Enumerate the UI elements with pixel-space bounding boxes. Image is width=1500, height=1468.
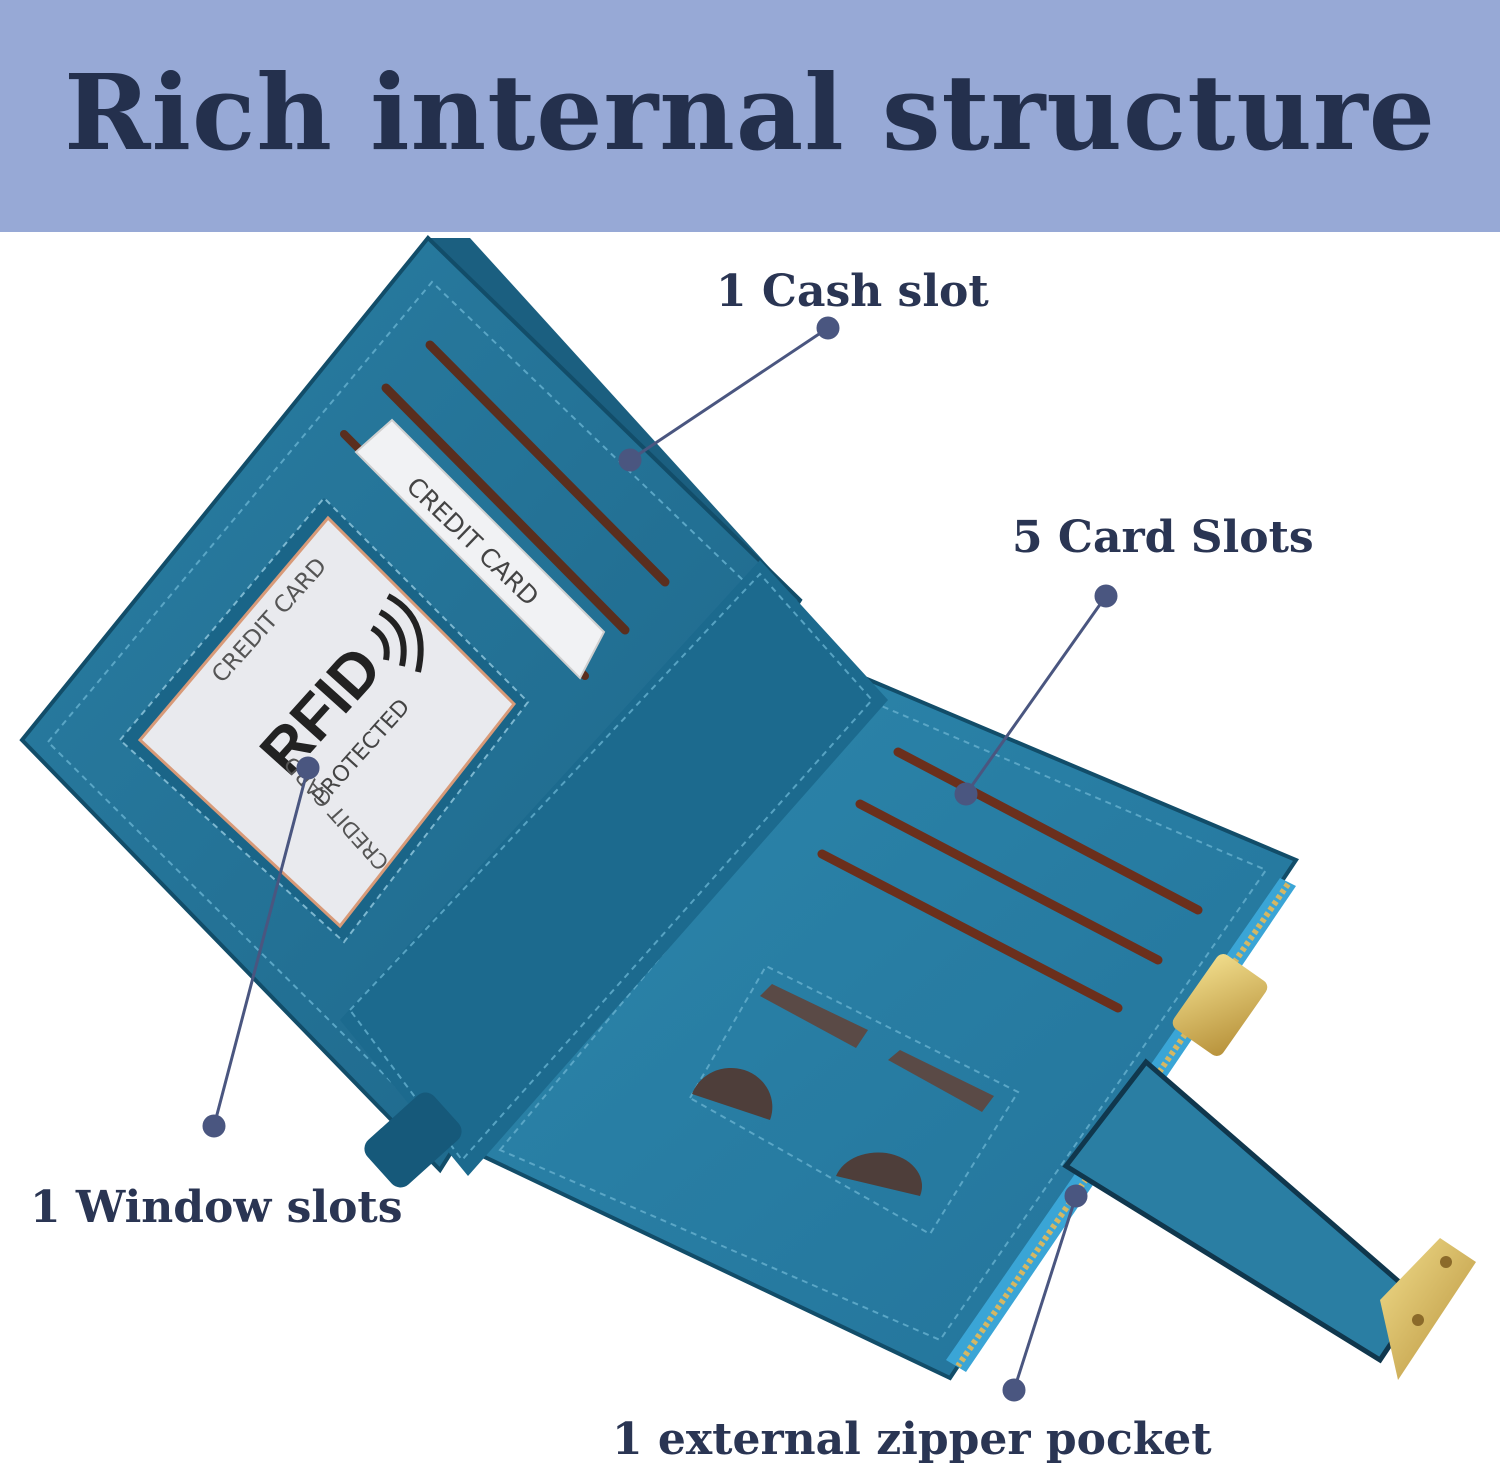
rfid-wave-icon	[370, 593, 424, 673]
wallet-strap	[1062, 1058, 1476, 1380]
callout-pointers	[202, 316, 1118, 1402]
header-banner	[0, 0, 1500, 232]
cash-slot-label: 1 Cash slot	[716, 266, 989, 317]
coin-windows	[688, 964, 1020, 1236]
page-title: Rich internal structure	[64, 51, 1436, 174]
center-fold	[340, 560, 888, 1188]
window-slot-label: 1 Window slots	[30, 1182, 403, 1233]
id-window-frame	[118, 496, 530, 944]
zipper-pocket-label: 1 external zipper pocket	[612, 1414, 1212, 1465]
card-slots-label: 5 Card Slots	[1012, 512, 1314, 563]
card-slot-lines	[817, 747, 1203, 1013]
